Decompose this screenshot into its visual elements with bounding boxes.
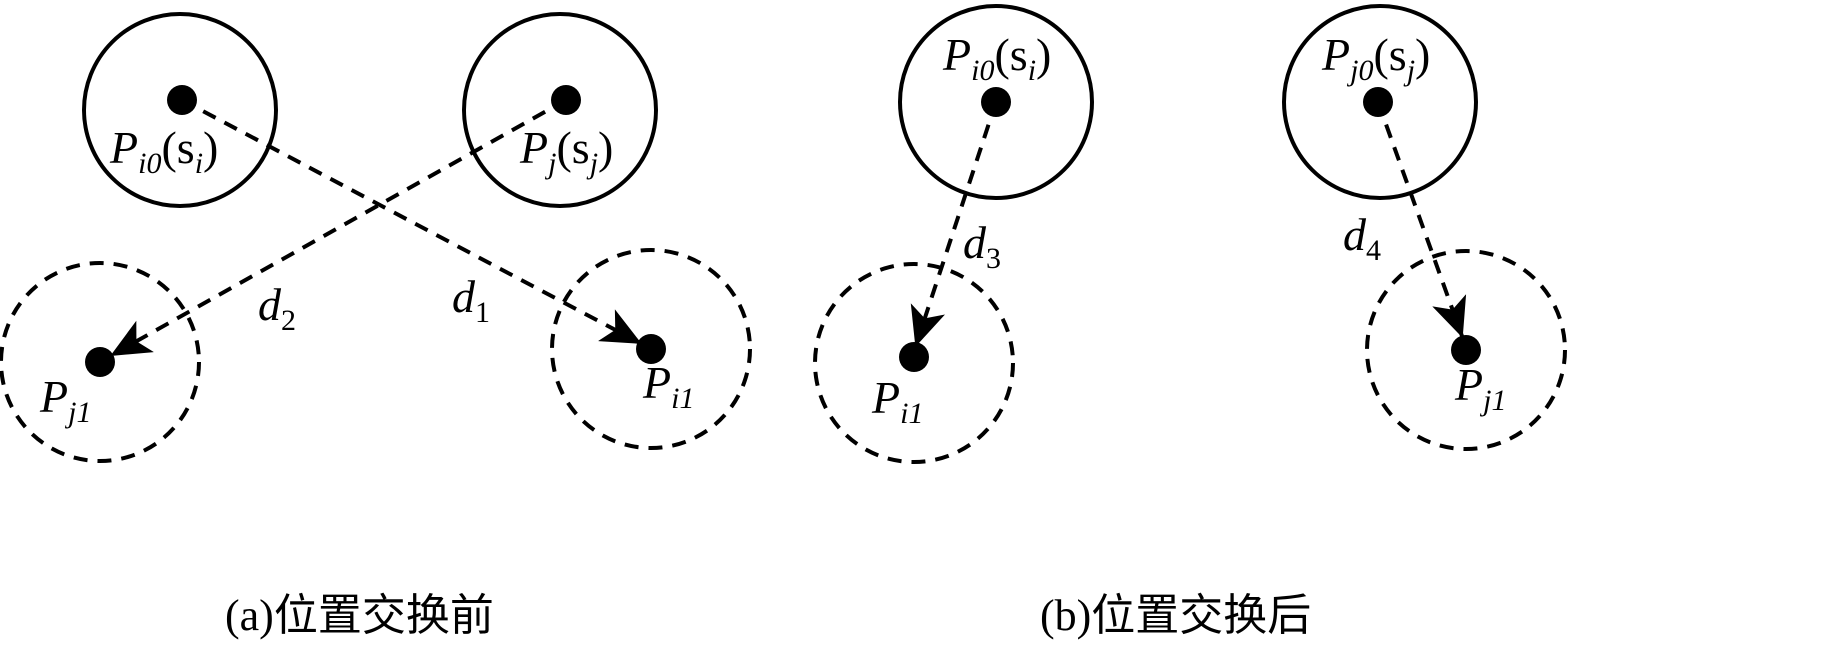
arrow-a-d2	[110, 98, 567, 357]
label-a-Pj1: Pj1	[39, 371, 91, 429]
label-b-Pi0si: Pi0(si)	[942, 29, 1051, 87]
point-b-j1	[1451, 335, 1481, 365]
label-b-d3: d3	[963, 217, 1001, 275]
circle-b-i1	[813, 262, 1015, 464]
panel-b: Pi0(si) Pj0(sj) Pi1 Pj1 d3 d4 (b)位置交换后	[813, 4, 1567, 640]
circle-a-j	[462, 12, 658, 208]
circle-a-j1	[0, 261, 201, 463]
label-a-Pjsj: Pj(sj)	[519, 122, 613, 180]
point-a-i1	[636, 334, 666, 364]
panel-a: Pi0(si) Pj(sj) Pj1 Pi1 d1 d2 (a)位置交换前	[0, 12, 752, 640]
arrow-a-d1	[181, 98, 642, 345]
label-a-Pi1: Pi1	[642, 357, 694, 415]
label-a-d2: d2	[258, 279, 296, 337]
point-b-j0	[1363, 87, 1393, 117]
point-a-j	[551, 85, 581, 115]
caption-b: (b)位置交换后	[1040, 591, 1311, 640]
point-b-i0	[981, 87, 1011, 117]
label-b-d4: d4	[1343, 209, 1381, 267]
circle-a-i0	[82, 12, 278, 208]
point-a-i0	[167, 85, 197, 115]
label-a-d1: d1	[452, 271, 490, 329]
circle-b-j0	[1282, 4, 1478, 200]
circle-a-i1	[550, 248, 752, 450]
circle-b-i0	[898, 4, 1094, 200]
label-b-Pj0sj: Pj0(sj)	[1321, 29, 1430, 87]
circle-b-j1	[1365, 249, 1567, 451]
arrow-b-d3	[910, 101, 998, 347]
arrow-b-d4	[1376, 101, 1467, 338]
point-b-i1	[899, 342, 929, 372]
point-a-j1	[85, 347, 115, 377]
label-b-Pi1: Pi1	[871, 372, 923, 430]
label-b-Pj1: Pj1	[1454, 359, 1506, 417]
caption-a: (a)位置交换前	[225, 591, 494, 640]
label-a-Pi0si: Pi0(si)	[109, 122, 218, 180]
